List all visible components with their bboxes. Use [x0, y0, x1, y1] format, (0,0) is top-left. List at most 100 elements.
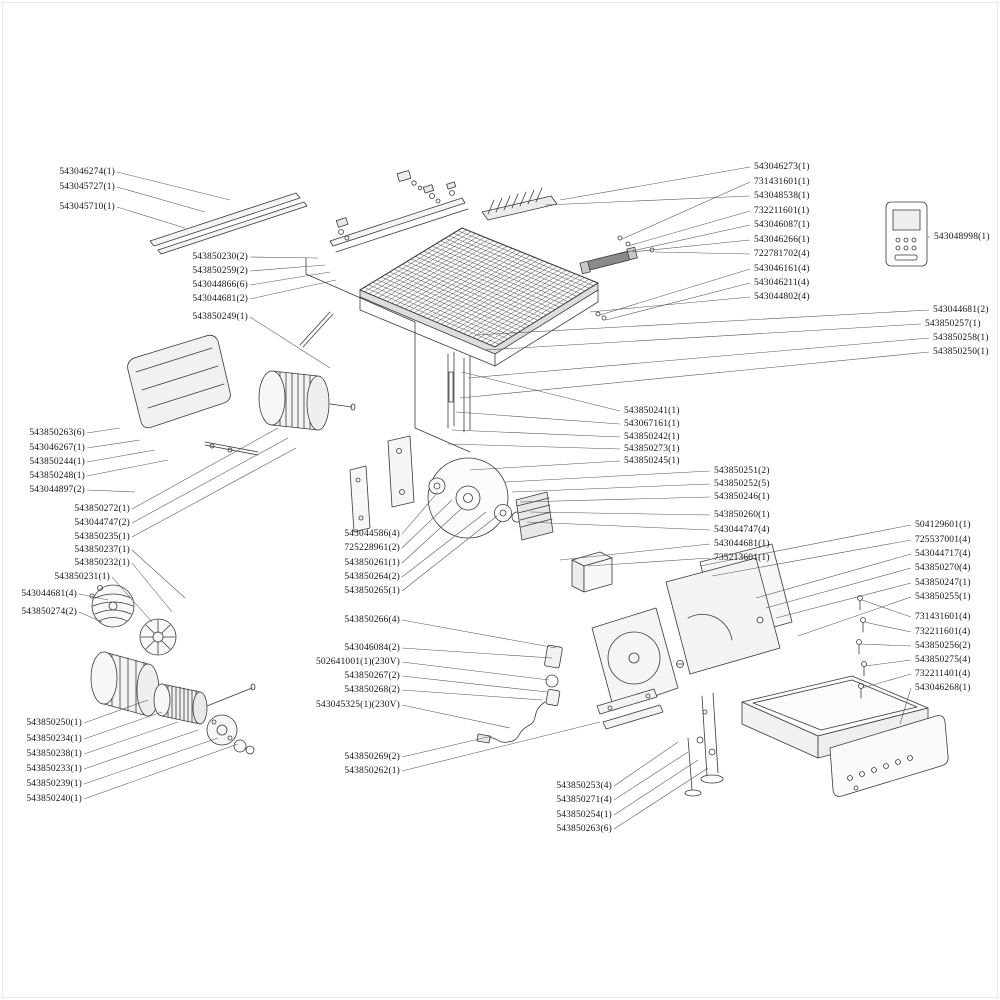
switch-parts: [544, 644, 563, 707]
guide-rail: [149, 192, 308, 255]
part-label: 543850267(2): [344, 671, 400, 681]
brackets: [596, 688, 664, 730]
part-label: 543850268(2): [344, 685, 400, 695]
part-label: 543046273(1): [754, 162, 810, 172]
stand-plate-front: [665, 557, 781, 675]
part-label: 543850259(2): [192, 266, 248, 276]
part-label: 543850239(1): [26, 779, 82, 789]
part-label: 543046267(1): [29, 443, 85, 453]
part-label: 543044897(2): [29, 485, 85, 495]
part-label: 543044681(2): [192, 294, 248, 304]
junction-box: [571, 551, 613, 593]
motor-stator: [90, 651, 160, 717]
fasteners-column: [856, 595, 867, 699]
rear-screws: [595, 235, 655, 321]
part-label: 543850234(1): [26, 734, 82, 744]
table-grid: [359, 227, 599, 348]
part-label: 543850235(1): [74, 532, 130, 542]
part-label: 543850245(1): [624, 456, 680, 466]
part-label: 732211401(4): [915, 669, 971, 679]
part-label: 543850257(1): [925, 319, 981, 329]
left-guard: [127, 334, 231, 429]
part-label: 732211601(1): [754, 206, 810, 216]
part-label: 543850260(1): [714, 510, 770, 520]
part-label: 543850251(2): [714, 466, 770, 476]
part-label: 543044681(1): [714, 539, 770, 549]
part-label: 543045325(1)(230V): [316, 700, 400, 710]
part-label: 543044802(4): [754, 292, 810, 302]
leader-lines: [78, 166, 930, 830]
part-label: 543850244(1): [29, 457, 85, 467]
end-bell: [206, 714, 238, 746]
part-label: 543850249(1): [192, 312, 248, 322]
mounting-hardware: [396, 170, 423, 191]
part-label: 543850271(4): [556, 795, 612, 805]
part-label: 502641001(1)(230V): [316, 657, 400, 667]
part-label: 543048998(1): [934, 232, 990, 242]
part-label: 543850273(1): [624, 444, 680, 454]
part-label: 543850255(1): [915, 592, 971, 602]
remote-control: [885, 201, 928, 267]
part-label: 543850270(4): [915, 563, 971, 573]
part-label: 543850248(1): [29, 471, 85, 481]
part-label: 543046087(1): [754, 220, 810, 230]
motor: [258, 311, 356, 431]
motor-armature: [153, 683, 256, 725]
power-cord: [476, 701, 546, 744]
part-label: 543850230(2): [192, 252, 248, 262]
part-label: 543850238(1): [26, 749, 82, 759]
part-label: 543044681(2): [933, 305, 989, 315]
part-label: 543850233(1): [26, 764, 82, 774]
part-label: 543850246(1): [714, 492, 770, 502]
part-label: 735213601(1): [714, 553, 770, 563]
rip-fence: [481, 187, 558, 221]
front-panel: [829, 715, 949, 797]
part-label: 543850256(2): [915, 641, 971, 651]
part-label: 543850263(6): [556, 824, 612, 834]
part-label: 543046266(1): [754, 235, 810, 245]
part-label: 731431601(1): [754, 177, 810, 187]
part-label: 543045727(1): [59, 182, 115, 192]
fan-impeller: [139, 618, 177, 656]
part-label: 725537001(4): [915, 535, 971, 545]
part-label: 543044717(4): [915, 549, 971, 559]
part-label: 543850274(2): [21, 607, 77, 617]
part-label: 543850232(1): [74, 558, 130, 568]
part-label: 725228961(2): [344, 543, 400, 553]
frame: [305, 257, 599, 453]
pulley-washers: [233, 739, 255, 755]
part-label: 543850231(1): [54, 572, 110, 582]
part-label: 543850264(2): [344, 572, 400, 582]
part-label: 543046161(4): [754, 264, 810, 274]
part-label: 731431601(4): [915, 612, 971, 622]
part-label: 543850241(1): [624, 406, 680, 416]
part-label: 543850275(4): [915, 655, 971, 665]
part-label: 543046211(4): [754, 278, 810, 288]
part-label: 543850272(1): [74, 504, 130, 514]
part-label: 543850240(1): [26, 794, 82, 804]
blade-housing: [591, 607, 679, 711]
part-label: 543045710(1): [59, 202, 115, 212]
shaft-rod: [204, 441, 259, 456]
handle: [579, 246, 638, 275]
part-label: 543046084(2): [344, 643, 400, 653]
part-label: 504129601(1): [915, 520, 971, 530]
part-label: 543048538(1): [754, 191, 810, 201]
part-label: 543850237(1): [74, 545, 130, 555]
mounting-plate: [349, 435, 415, 533]
part-label: 543850266(4): [344, 615, 400, 625]
part-label: 543044747(4): [714, 525, 770, 535]
part-label: 543850261(1): [344, 558, 400, 568]
support-leg: [684, 692, 724, 797]
part-label: 543850258(1): [933, 333, 989, 343]
part-label: 543850252(5): [714, 479, 770, 489]
part-label: 543044747(2): [74, 518, 130, 528]
fan-cover: [89, 584, 135, 628]
part-label: 543850269(2): [344, 752, 400, 762]
part-label: 543850247(1): [915, 578, 971, 588]
fence-rail: [329, 181, 469, 253]
part-label: 543850263(6): [29, 428, 85, 438]
part-label: 543850250(1): [26, 718, 82, 728]
part-label: 543044586(4): [344, 529, 400, 539]
